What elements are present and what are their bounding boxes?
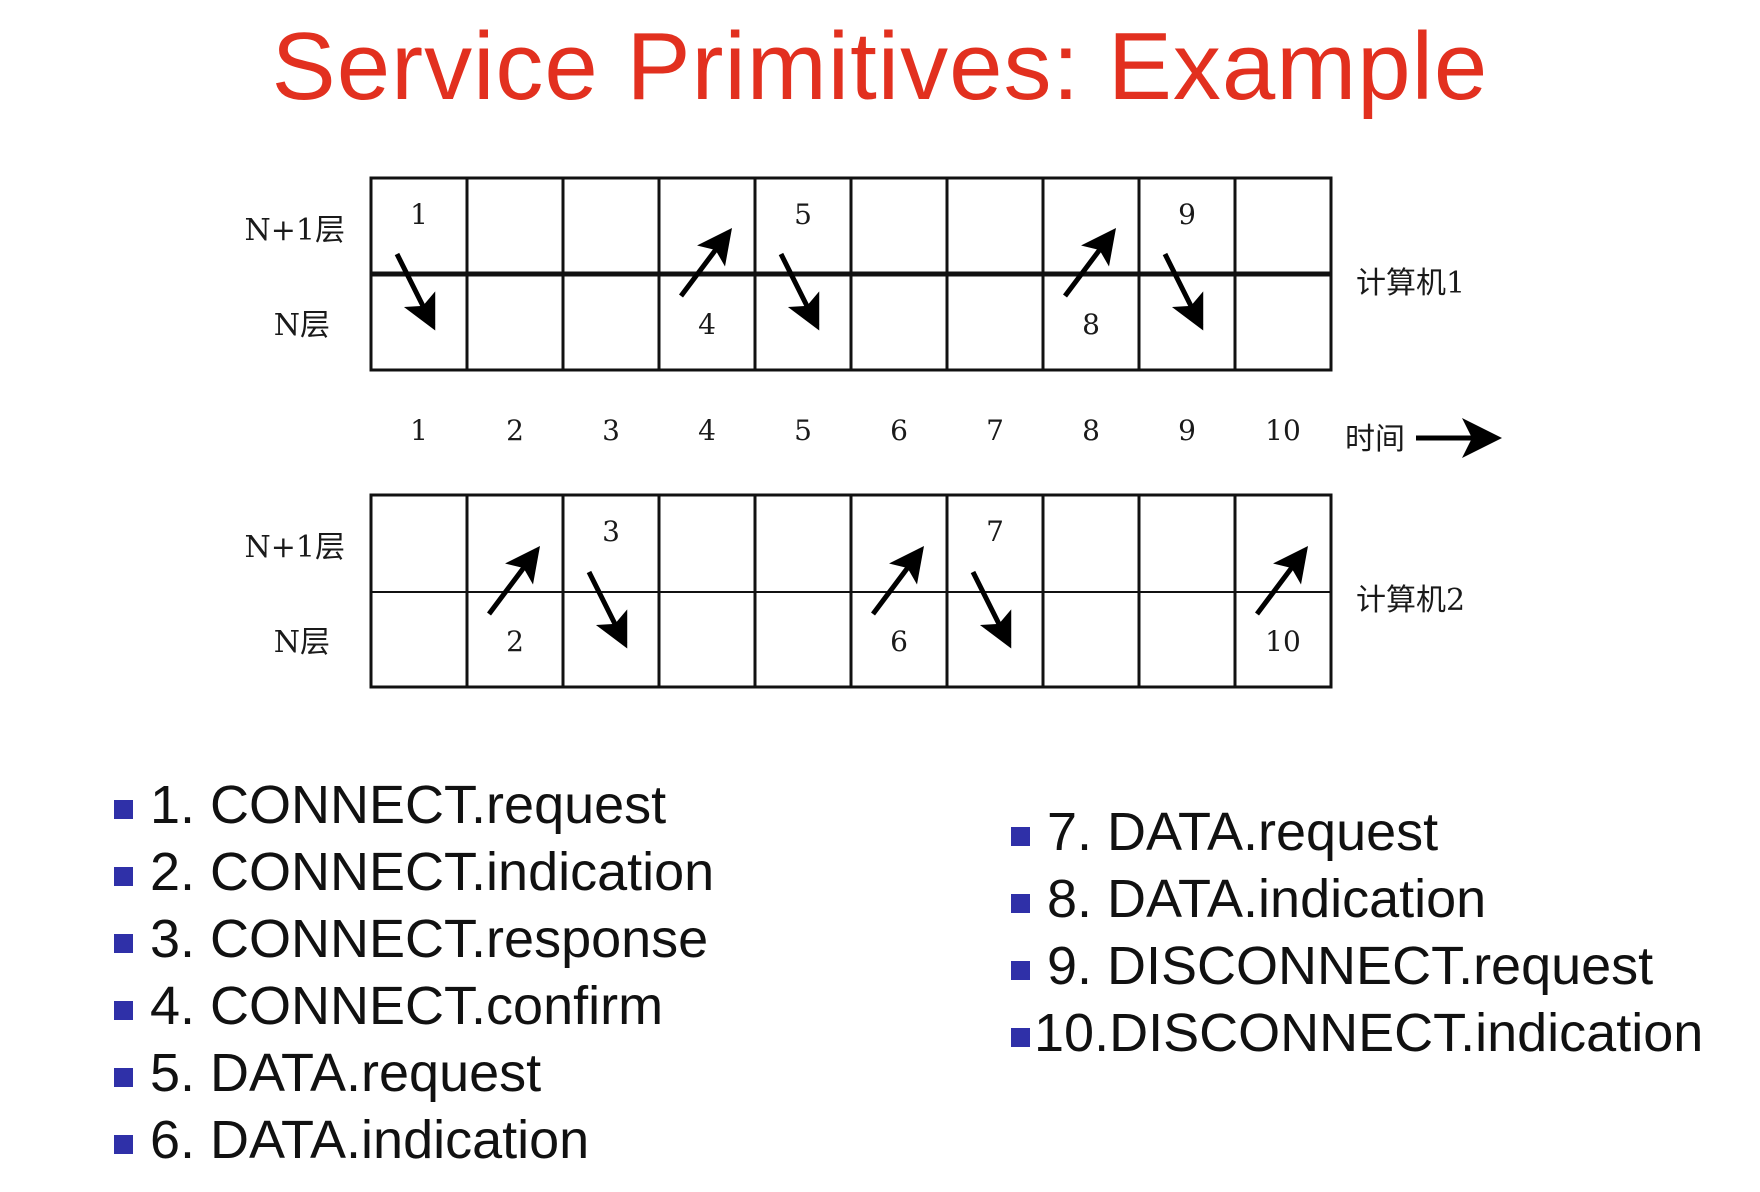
row-label-n-computer1: N层 [274, 308, 330, 343]
event-label-1: 1 [410, 198, 428, 231]
legend-item: 8. DATA.indication [1011, 866, 1703, 933]
legend-item-text: 2. CONNECT.indication [150, 842, 715, 902]
event-arrow-9 [1162, 252, 1204, 331]
bullet-icon [1011, 894, 1030, 913]
legend-item-text: 10.DISCONNECT.indication [1034, 1003, 1704, 1063]
event-arrow-3 [586, 570, 628, 649]
event-label-3: 3 [602, 515, 620, 548]
legend-item: 6. DATA.indication [114, 1107, 714, 1174]
legend-left: 1. CONNECT.request 2. CONNECT.indication 3… [114, 772, 714, 1174]
event-arrow-1 [394, 252, 436, 331]
bullet-icon [1011, 1028, 1030, 1047]
bullet-icon [114, 867, 133, 886]
time-axis: 时间 1 2 3 4 5 6 7 8 9 10 [410, 414, 1502, 458]
event-label-9: 9 [1178, 198, 1196, 231]
event-label-5: 5 [794, 198, 812, 231]
legend-item: 2. CONNECT.indication [114, 839, 714, 906]
row-label-n-computer2: N层 [274, 625, 330, 660]
time-tick-10: 10 [1265, 414, 1301, 447]
time-tick-9: 9 [1178, 414, 1196, 447]
computer2-grid [369, 493, 1333, 689]
event-label-6: 6 [890, 625, 908, 658]
time-tick-3: 3 [602, 414, 620, 447]
row-label-n1-computer1: N+1层 [245, 213, 345, 248]
legend-item: 5. DATA.request [114, 1040, 714, 1107]
time-tick-1: 1 [410, 414, 428, 447]
event-label-7: 7 [986, 515, 1004, 548]
page-title: Service Primitives: Example [271, 13, 1489, 120]
event-arrow-2 [487, 546, 540, 616]
legend-item: 3. CONNECT.response [114, 906, 714, 973]
event-arrow-7 [970, 570, 1012, 649]
legend-item-text: 8. DATA.indication [1047, 869, 1487, 929]
event-label-8: 8 [1082, 308, 1100, 341]
legend-item-text: 7. DATA.request [1047, 802, 1439, 862]
bullet-icon [114, 1068, 133, 1087]
event-arrow-10 [1255, 546, 1308, 616]
bullet-icon [114, 800, 133, 819]
event-label-2: 2 [506, 625, 524, 658]
time-axis-label: 时间 [1345, 422, 1405, 457]
legend-item-text: 5. DATA.request [150, 1043, 542, 1103]
legend-item: 7. DATA.request [1011, 799, 1703, 866]
event-label-10: 10 [1265, 625, 1301, 658]
legend-item-text: 3. CONNECT.response [150, 909, 709, 969]
legend-item: 9. DISCONNECT.request [1011, 933, 1703, 1000]
legend-item: 4. CONNECT.confirm [114, 973, 714, 1040]
event-label-4: 4 [698, 308, 716, 341]
legend-item-text: 1. CONNECT.request [150, 775, 667, 835]
bullet-icon [1011, 827, 1030, 846]
legend-item-text: 9. DISCONNECT.request [1047, 936, 1654, 996]
event-arrow-6 [871, 546, 924, 616]
time-tick-8: 8 [1082, 414, 1100, 447]
bullet-icon [1011, 961, 1030, 980]
legend-item-text: 4. CONNECT.confirm [150, 976, 664, 1036]
legend-right: 7. DATA.request 8. DATA.indication 9. DISC… [1011, 799, 1703, 1067]
time-tick-6: 6 [890, 414, 908, 447]
legend-item: 1. CONNECT.request [114, 772, 714, 839]
computer1-label: 计算机1 [1356, 266, 1465, 301]
events-layer: 1 2 3 4 5 6 7 8 9 10 [394, 198, 1308, 658]
bullet-icon [114, 1001, 133, 1020]
event-arrow-8 [1063, 228, 1116, 298]
bullet-icon [114, 1135, 133, 1154]
time-tick-2: 2 [506, 414, 524, 447]
event-arrow-4 [679, 228, 732, 298]
event-arrow-5 [778, 252, 820, 331]
computer2-label: 计算机2 [1356, 583, 1465, 618]
row-label-n1-computer2: N+1层 [245, 530, 345, 565]
time-tick-5: 5 [794, 414, 812, 447]
time-tick-4: 4 [698, 414, 716, 447]
time-tick-7: 7 [986, 414, 1004, 447]
legend-item-text: 6. DATA.indication [150, 1110, 590, 1170]
bullet-icon [114, 934, 133, 953]
legend-item: 10.DISCONNECT.indication [1011, 1000, 1703, 1067]
computer1-grid [369, 176, 1333, 372]
